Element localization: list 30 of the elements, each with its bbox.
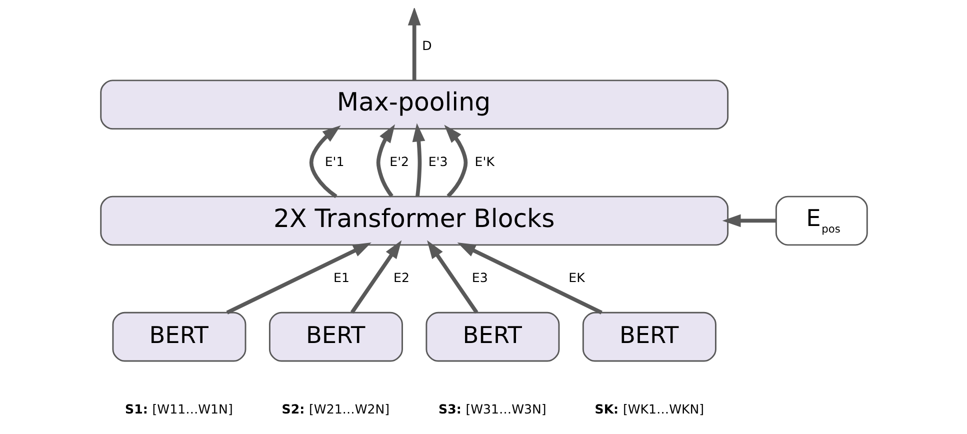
node-label: S3: [W31…W3N] xyxy=(438,402,546,417)
node-box: BERT xyxy=(582,312,716,362)
arrow xyxy=(456,242,602,314)
node-box: BERT xyxy=(112,312,246,362)
edge-label: E1 xyxy=(333,270,349,286)
node-box: Max-pooling xyxy=(100,80,728,130)
node-label: S1: [W11…W1N] xyxy=(124,402,232,417)
arrow xyxy=(444,124,468,198)
arrow xyxy=(226,242,371,314)
node-box: BERT xyxy=(268,312,402,362)
edge-label: E'2 xyxy=(389,154,409,169)
edge-label: D xyxy=(422,38,432,53)
arrow xyxy=(426,240,478,314)
arrow xyxy=(412,123,425,197)
edge-label: E'K xyxy=(474,154,494,169)
edge-label: E3 xyxy=(471,270,488,286)
edge-label: EK xyxy=(568,270,584,286)
edge-label: E'1 xyxy=(324,154,344,169)
edge-label: E'3 xyxy=(428,154,448,169)
arrow xyxy=(308,125,340,198)
arrow xyxy=(350,240,402,314)
arrow xyxy=(376,124,394,198)
node-label: S2: [W21…W2N] xyxy=(281,402,390,417)
node-box: E$_{pos}$ xyxy=(774,196,868,246)
node-box: 2X Transformer Blocks xyxy=(100,196,728,246)
node-label: SK: [WK1…WKN] xyxy=(594,402,704,417)
arrow xyxy=(722,214,776,228)
node-box: BERT xyxy=(425,312,560,362)
arrow xyxy=(407,8,420,80)
edge-label: E2 xyxy=(393,270,409,286)
